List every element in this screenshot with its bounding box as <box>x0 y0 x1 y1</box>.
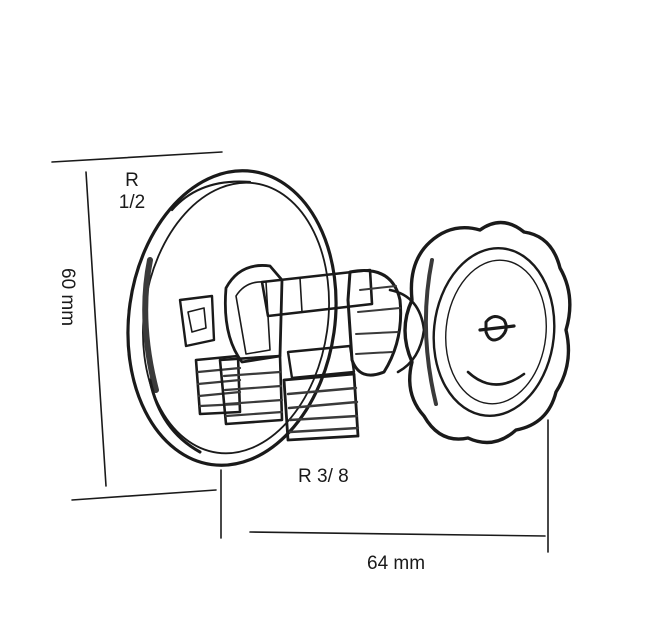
valve-stem <box>260 268 426 377</box>
outlet-thread-label: R 3/ 8 <box>298 466 349 487</box>
dimension-lines <box>51 151 549 553</box>
width-dimension-label: 64 mm <box>367 553 426 574</box>
width-dimension-line <box>249 531 546 537</box>
handwheel <box>403 220 572 445</box>
inlet-thread-label-line2: 1/2 <box>118 191 146 213</box>
height-dimension-label: 60 mm <box>57 268 78 327</box>
inlet-thread-label: R 1/2 <box>112 170 152 214</box>
inlet-thread-label-line1: R <box>125 170 139 191</box>
bottom-extension-line <box>71 489 217 501</box>
outlet-thread <box>282 344 360 442</box>
top-extension-line <box>51 151 223 163</box>
valve-body <box>218 264 284 426</box>
height-dimension-line <box>85 171 107 487</box>
wall-flange <box>126 169 338 467</box>
inlet-thread <box>178 294 242 416</box>
